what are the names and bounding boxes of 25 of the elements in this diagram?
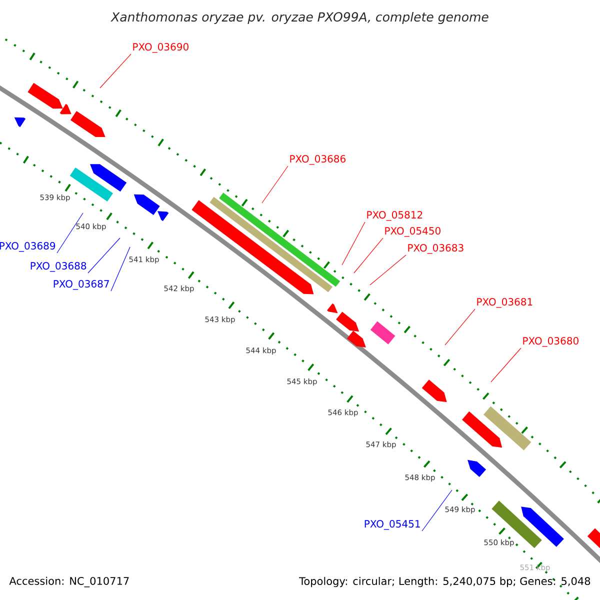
gene-label: PXO_03688	[30, 262, 86, 272]
gene-label: PXO_03686	[290, 155, 346, 165]
footer-text: Accession: NC_010717	[9, 576, 129, 588]
gene-label: PXO_03690	[133, 43, 188, 53]
gene-label: PXO_05451	[364, 520, 420, 530]
leader-line	[370, 254, 406, 286]
leader-line	[110, 246, 130, 292]
leader-line	[490, 348, 522, 382]
gene-label: PXO_03681	[477, 298, 532, 308]
leader-line	[342, 222, 366, 266]
leader-line	[100, 54, 132, 88]
gene-label: PXO_03683	[408, 244, 464, 254]
leader-line	[444, 308, 476, 346]
title: Xanthomonas oryzae pv. oryzae PXO99A, complete genome	[110, 12, 488, 24]
leader-line	[56, 212, 84, 254]
leader-line	[354, 238, 384, 274]
footer-text: Topology: circular; Length: 5,240,075 bp; Genes: 5,048	[299, 576, 590, 588]
gene-label: PXO_05450	[385, 227, 440, 237]
leader-line	[88, 238, 120, 274]
gene-label: PXO_05812	[367, 211, 422, 221]
leader-line	[422, 490, 452, 532]
gene-label: PXO_03680	[523, 337, 578, 347]
gene-label: PXO_03689	[0, 242, 56, 252]
gene-label: PXO_03687	[54, 280, 109, 290]
leader-line	[262, 166, 288, 204]
